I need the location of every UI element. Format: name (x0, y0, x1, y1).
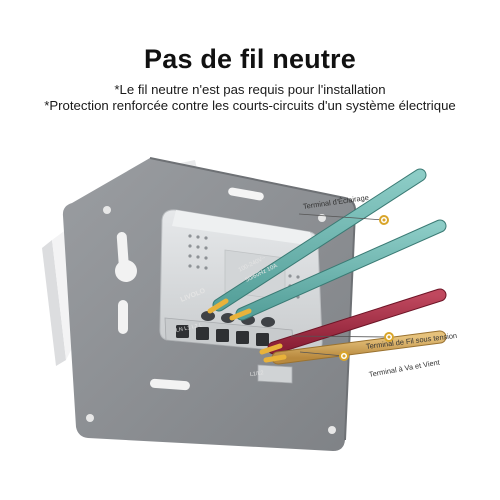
screw-hole-3 (328, 426, 336, 434)
wire-teal-lower (229, 219, 447, 321)
wire-gold (263, 330, 447, 365)
note-short-circuit: *Protection renforcée contre les courts-… (44, 98, 456, 113)
screw-hole-2 (86, 414, 94, 422)
terminal-screws (176, 325, 269, 346)
callout-dots (339, 215, 394, 361)
slot-left-2 (115, 260, 137, 282)
slot-top (228, 187, 264, 201)
page-title: Pas de fil neutre (144, 44, 356, 74)
slot-bottom (150, 378, 190, 391)
screw-hole-1 (103, 206, 111, 214)
callout-lines (290, 213, 390, 357)
switch-module (159, 209, 323, 384)
wire-teal-upper (207, 168, 427, 314)
wire-red (259, 288, 447, 355)
slot-left-3 (118, 300, 128, 334)
note-neutral-wire: *Le fil neutre n'est pas requis pour l'i… (114, 82, 386, 97)
